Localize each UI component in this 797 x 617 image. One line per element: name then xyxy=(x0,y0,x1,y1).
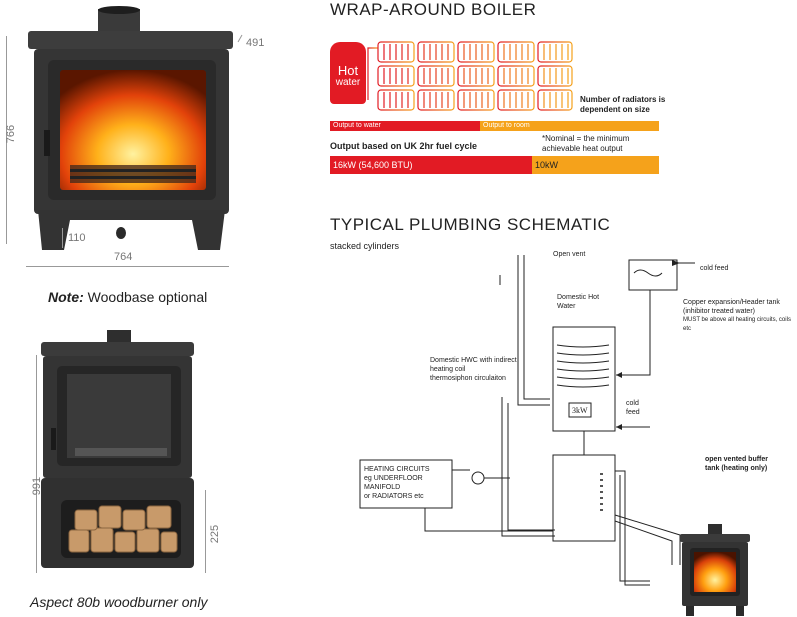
value-room-bar: 10kW xyxy=(532,156,659,174)
value-room-label: 10kW xyxy=(535,160,559,170)
stove-1-illustration xyxy=(20,5,280,275)
nominal-note: *Nominal = the minimum achievable heat o… xyxy=(542,134,630,153)
buffer-line1: open vented buffer xyxy=(705,456,769,463)
dim-base-1: 110 xyxy=(68,232,86,244)
dim-height-1: 766 xyxy=(5,124,17,144)
output-room-bar: Output to room xyxy=(480,121,659,131)
heating-line3: MANIFOLD xyxy=(364,484,401,491)
output-room-label: Output to room xyxy=(483,122,530,129)
dim-width-1: 764 xyxy=(114,251,133,263)
expansion-tank-line2: (inhibitor treated water) xyxy=(683,308,755,315)
buffer-tank-label: open vented buffer tank (heating only) xyxy=(705,455,768,473)
cold-feed-side-line1: cold xyxy=(626,400,639,407)
cold-feed-side-line2: feed xyxy=(626,409,640,416)
radiator-grid xyxy=(367,41,573,111)
hwc-note-line1: Domestic HWC with indirect xyxy=(430,357,517,364)
dim-line-height-2 xyxy=(36,355,37,573)
aspect-caption: Aspect 80b woodburner only xyxy=(30,594,208,610)
dim-height-2: 991 xyxy=(31,476,43,496)
hot-water-label-1: Hot xyxy=(337,63,359,78)
value-water-bar: 16kW (54,600 BTU) xyxy=(330,156,532,174)
dim-line-base-2 xyxy=(205,490,206,573)
dhw-label: Domestic Hot Water xyxy=(557,293,599,311)
hwc-note-line3: thermosiphon circulaiton xyxy=(430,375,506,382)
plumbing-diagram xyxy=(359,255,695,586)
output-water-bar: Output to water xyxy=(330,121,480,131)
buffer-line2: tank (heating only) xyxy=(705,465,768,472)
hot-water-label-2: water xyxy=(335,77,361,88)
open-vent-label: Open vent xyxy=(553,251,586,258)
stove-2-drawing xyxy=(41,330,194,568)
hot-water-tank: Hot water xyxy=(330,42,366,104)
expansion-tank-line1: Copper expansion/Header tank xyxy=(683,299,780,306)
cold-feed-side: cold feed xyxy=(626,399,640,417)
small-stove-illustration xyxy=(680,524,750,616)
value-water-label: 16kW (54,600 BTU) xyxy=(333,160,413,170)
dim-base-2: 225 xyxy=(209,524,221,544)
dim-line-width-1 xyxy=(26,266,229,267)
dim-line-base-1 xyxy=(62,228,63,248)
schematic-subtitle: stacked cylinders xyxy=(330,241,400,251)
heating-line1: HEATING CIRCUITS xyxy=(364,466,430,473)
heating-line2: eg UNDERFLOOR xyxy=(364,475,423,482)
radiator-note: Number of radiators is dependent on size xyxy=(580,95,666,114)
woodbase-note: Note: Woodbase optional xyxy=(48,289,207,305)
boiler-title: WRAP-AROUND BOILER xyxy=(330,0,537,19)
stove-2-illustration xyxy=(35,328,200,578)
cold-feed-top-label: cold feed xyxy=(700,265,729,272)
heating-line4: or RADIATORS etc xyxy=(364,493,424,500)
note-text: Woodbase optional xyxy=(83,289,208,305)
dim-top-1: 491 xyxy=(246,37,265,49)
hwc-note: Domestic HWC with indirect heating coil … xyxy=(430,356,540,383)
expansion-tank-label: Copper expansion/Header tank (inhibitor … xyxy=(683,298,797,334)
note-label: Note: xyxy=(48,289,84,305)
dhw-line1: Domestic Hot xyxy=(557,294,600,301)
immersion-label: 3kW xyxy=(572,406,588,415)
output-water-label: Output to water xyxy=(333,122,381,129)
expansion-tank-line3: MUST be above all heating circuits, coil… xyxy=(683,317,791,332)
stove-1-drawing xyxy=(28,6,233,250)
dhw-line2: Water xyxy=(557,303,576,310)
heating-circuits-label: HEATING CIRCUITS eg UNDERFLOOR MANIFOLD … xyxy=(364,465,430,501)
hwc-note-line2: heating coil xyxy=(430,366,466,373)
schematic-title: TYPICAL PLUMBING SCHEMATIC xyxy=(330,215,611,234)
dim-line-height-1 xyxy=(6,36,7,244)
output-heading: Output based on UK 2hr fuel cycle xyxy=(330,141,478,151)
